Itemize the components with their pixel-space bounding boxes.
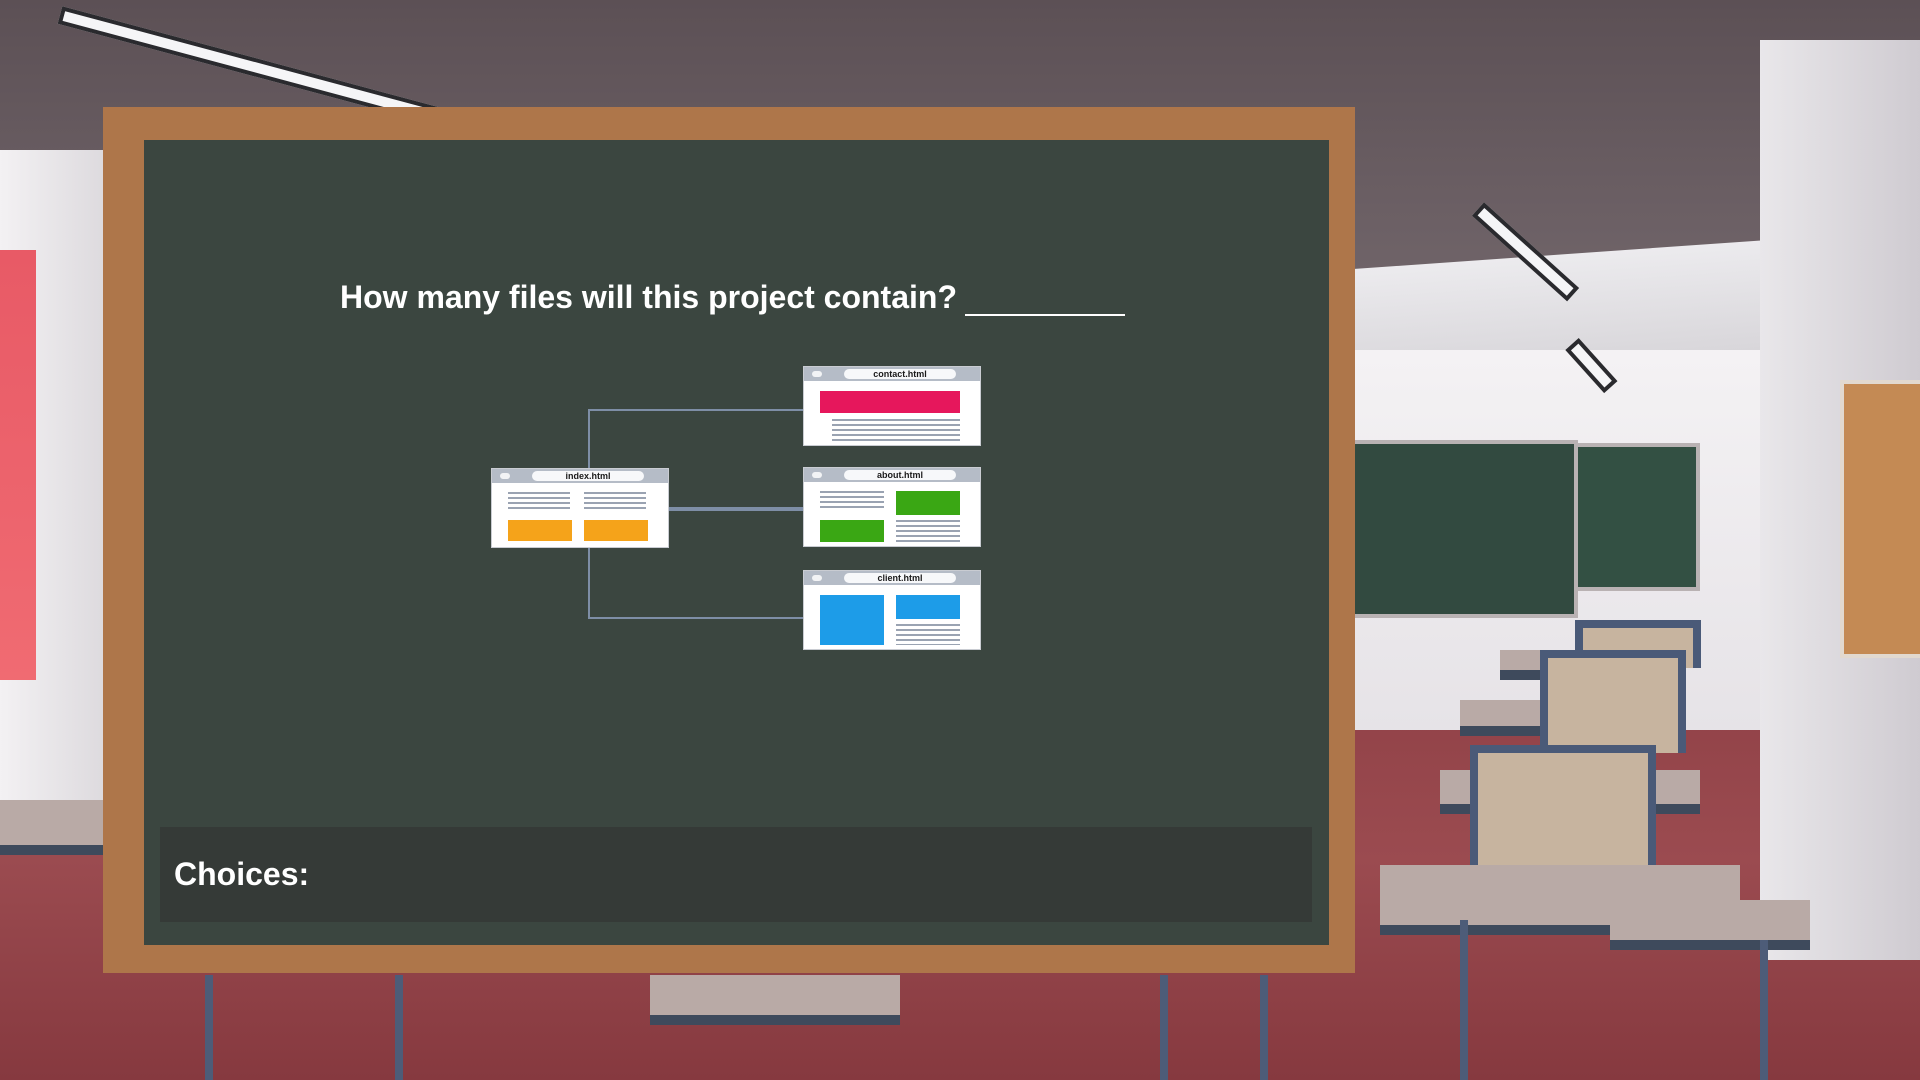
- desk-leg: [1460, 920, 1468, 1080]
- page-filename: about.html: [844, 470, 956, 480]
- browser-dot-icon: [812, 575, 822, 581]
- text-lines: [508, 492, 570, 509]
- text-lines: [584, 492, 646, 509]
- question-text: How many files will this project contain…: [340, 279, 957, 315]
- diagram-connectors: [588, 409, 803, 619]
- page-filename: contact.html: [844, 369, 956, 379]
- accent-block: [820, 391, 960, 413]
- browser-dot-icon: [812, 371, 822, 377]
- desk-leg: [205, 975, 213, 1080]
- connector-client: [588, 548, 803, 619]
- accent-block: [508, 520, 572, 541]
- text-lines: [832, 419, 960, 441]
- desk: [650, 975, 900, 1025]
- chalkboard: How many files will this project contain…: [144, 140, 1329, 945]
- site-map-diagram: index.html contact.html about.html: [144, 140, 1329, 700]
- desk-leg: [395, 975, 403, 1080]
- text-lines: [896, 624, 960, 645]
- chair: [1540, 650, 1686, 753]
- back-chalkboard-left: [1348, 440, 1578, 618]
- accent-block: [820, 520, 884, 542]
- text-lines: [820, 491, 884, 508]
- desk-leg: [1260, 975, 1268, 1080]
- page-card-about: about.html: [803, 467, 981, 547]
- choices-label: Choices:: [174, 856, 310, 892]
- browser-dot-icon: [500, 473, 510, 479]
- desk: [0, 800, 110, 855]
- page-card-client: client.html: [803, 570, 981, 650]
- accent-block: [584, 520, 648, 541]
- answer-blank: [964, 310, 1125, 316]
- window-curtain: [0, 250, 36, 680]
- desk-leg: [1760, 940, 1768, 1080]
- accent-block: [896, 595, 960, 619]
- corkboard: [1840, 380, 1920, 658]
- accent-block: [896, 491, 960, 515]
- page-filename: index.html: [532, 471, 644, 481]
- desk-leg: [1160, 975, 1168, 1080]
- page-filename: client.html: [844, 573, 956, 583]
- text-lines: [896, 520, 960, 542]
- back-chalkboard-right: [1574, 443, 1700, 591]
- page-card-index: index.html: [491, 468, 669, 548]
- question-prompt: How many files will this project contain…: [340, 260, 1140, 316]
- chair: [1470, 745, 1656, 873]
- choices-panel: Choices:: [160, 827, 1312, 922]
- accent-block: [820, 595, 884, 645]
- desk: [1610, 900, 1810, 950]
- page-card-contact: contact.html: [803, 366, 981, 446]
- browser-dot-icon: [812, 472, 822, 478]
